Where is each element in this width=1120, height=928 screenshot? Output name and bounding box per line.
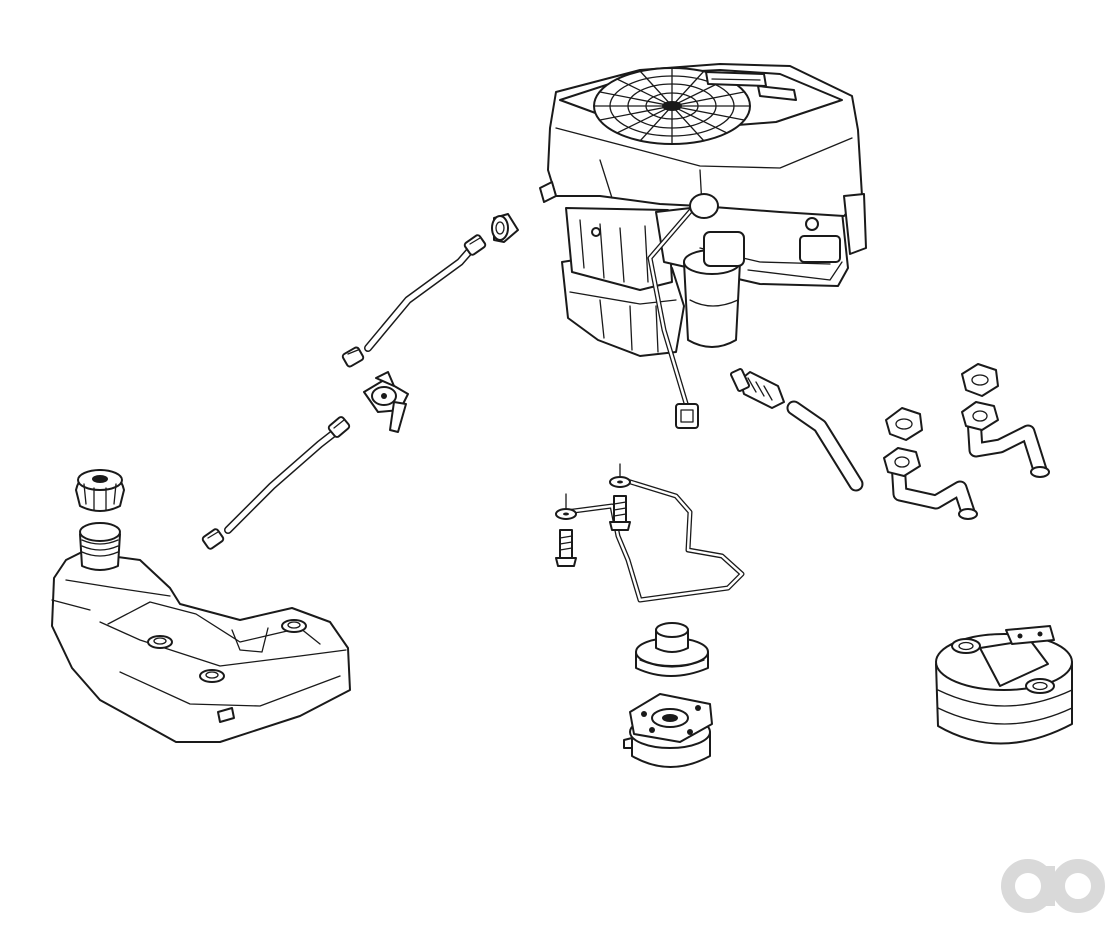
- lower-fuel-hose-icon: [201, 416, 351, 550]
- electric-pto-clutch-icon: [623, 693, 713, 768]
- exhaust-pipes-icon: [883, 363, 1050, 520]
- starter-motor-icon: [683, 231, 745, 348]
- bolts-and-washers-icon: [555, 463, 631, 567]
- fan-grille-icon: [593, 67, 751, 145]
- fuel-tank-icon: [51, 522, 351, 743]
- fuel-pump-icon: [729, 368, 785, 409]
- fuel-cap-icon: [75, 469, 125, 512]
- watermark-logo-icon: [1001, 859, 1105, 913]
- vent-hose-icon: [786, 400, 864, 492]
- muffler-icon: [935, 625, 1073, 745]
- fuel-filter-icon: [491, 213, 519, 243]
- upper-fuel-hose-icon: [341, 234, 487, 368]
- pulley-icon: [635, 622, 709, 677]
- engine-bracket-rod-icon: [563, 477, 745, 603]
- fuel-shutoff-valve-icon: [363, 371, 409, 433]
- engine-icon: [539, 63, 867, 429]
